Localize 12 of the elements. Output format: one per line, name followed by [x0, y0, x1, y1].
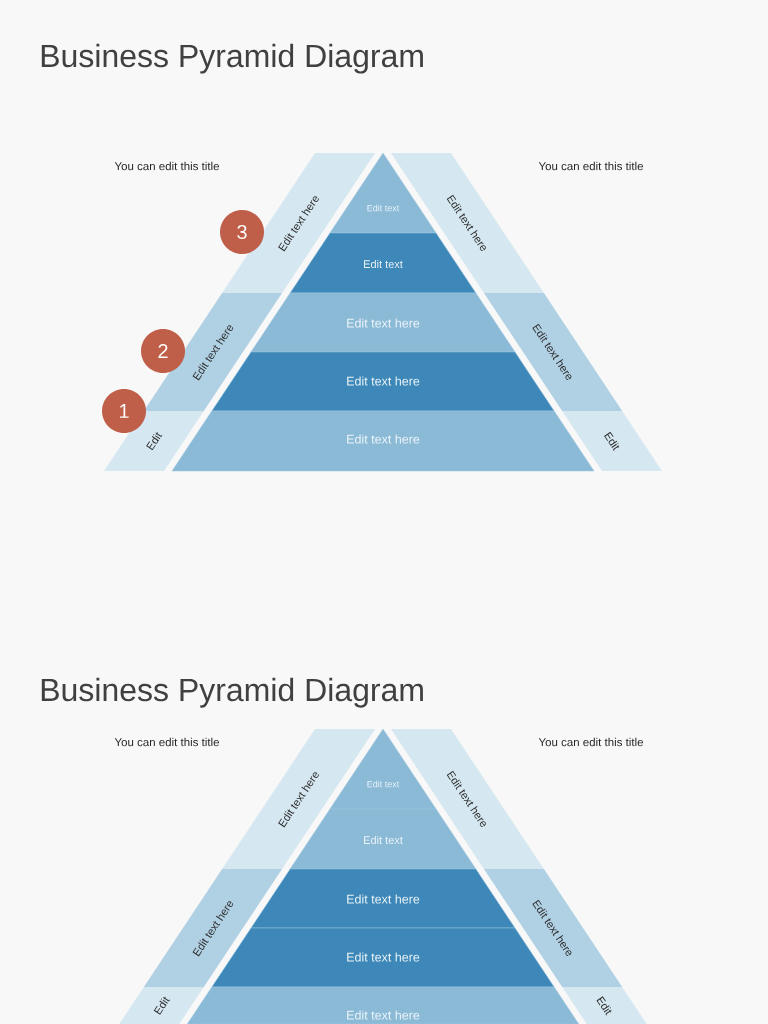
pyramid-tier: Edit text	[329, 152, 437, 234]
number-badge: 1	[102, 389, 146, 433]
pyramid-tier: Edit text here	[187, 986, 579, 1024]
pyramid-tier: Edit text here	[250, 292, 516, 353]
slide-title: Business Pyramid Diagram	[41, 43, 423, 74]
pyramid-tier: Edit text here	[250, 868, 516, 929]
slide-title: Business Pyramid Diagram	[41, 677, 423, 708]
pyramid-tier: Edit text here	[171, 410, 595, 472]
number-badge: 3	[220, 210, 264, 254]
number-badge: 2	[141, 329, 185, 373]
pyramid-tier: Edit text	[329, 728, 437, 810]
side-band: Edit	[119, 987, 204, 1024]
